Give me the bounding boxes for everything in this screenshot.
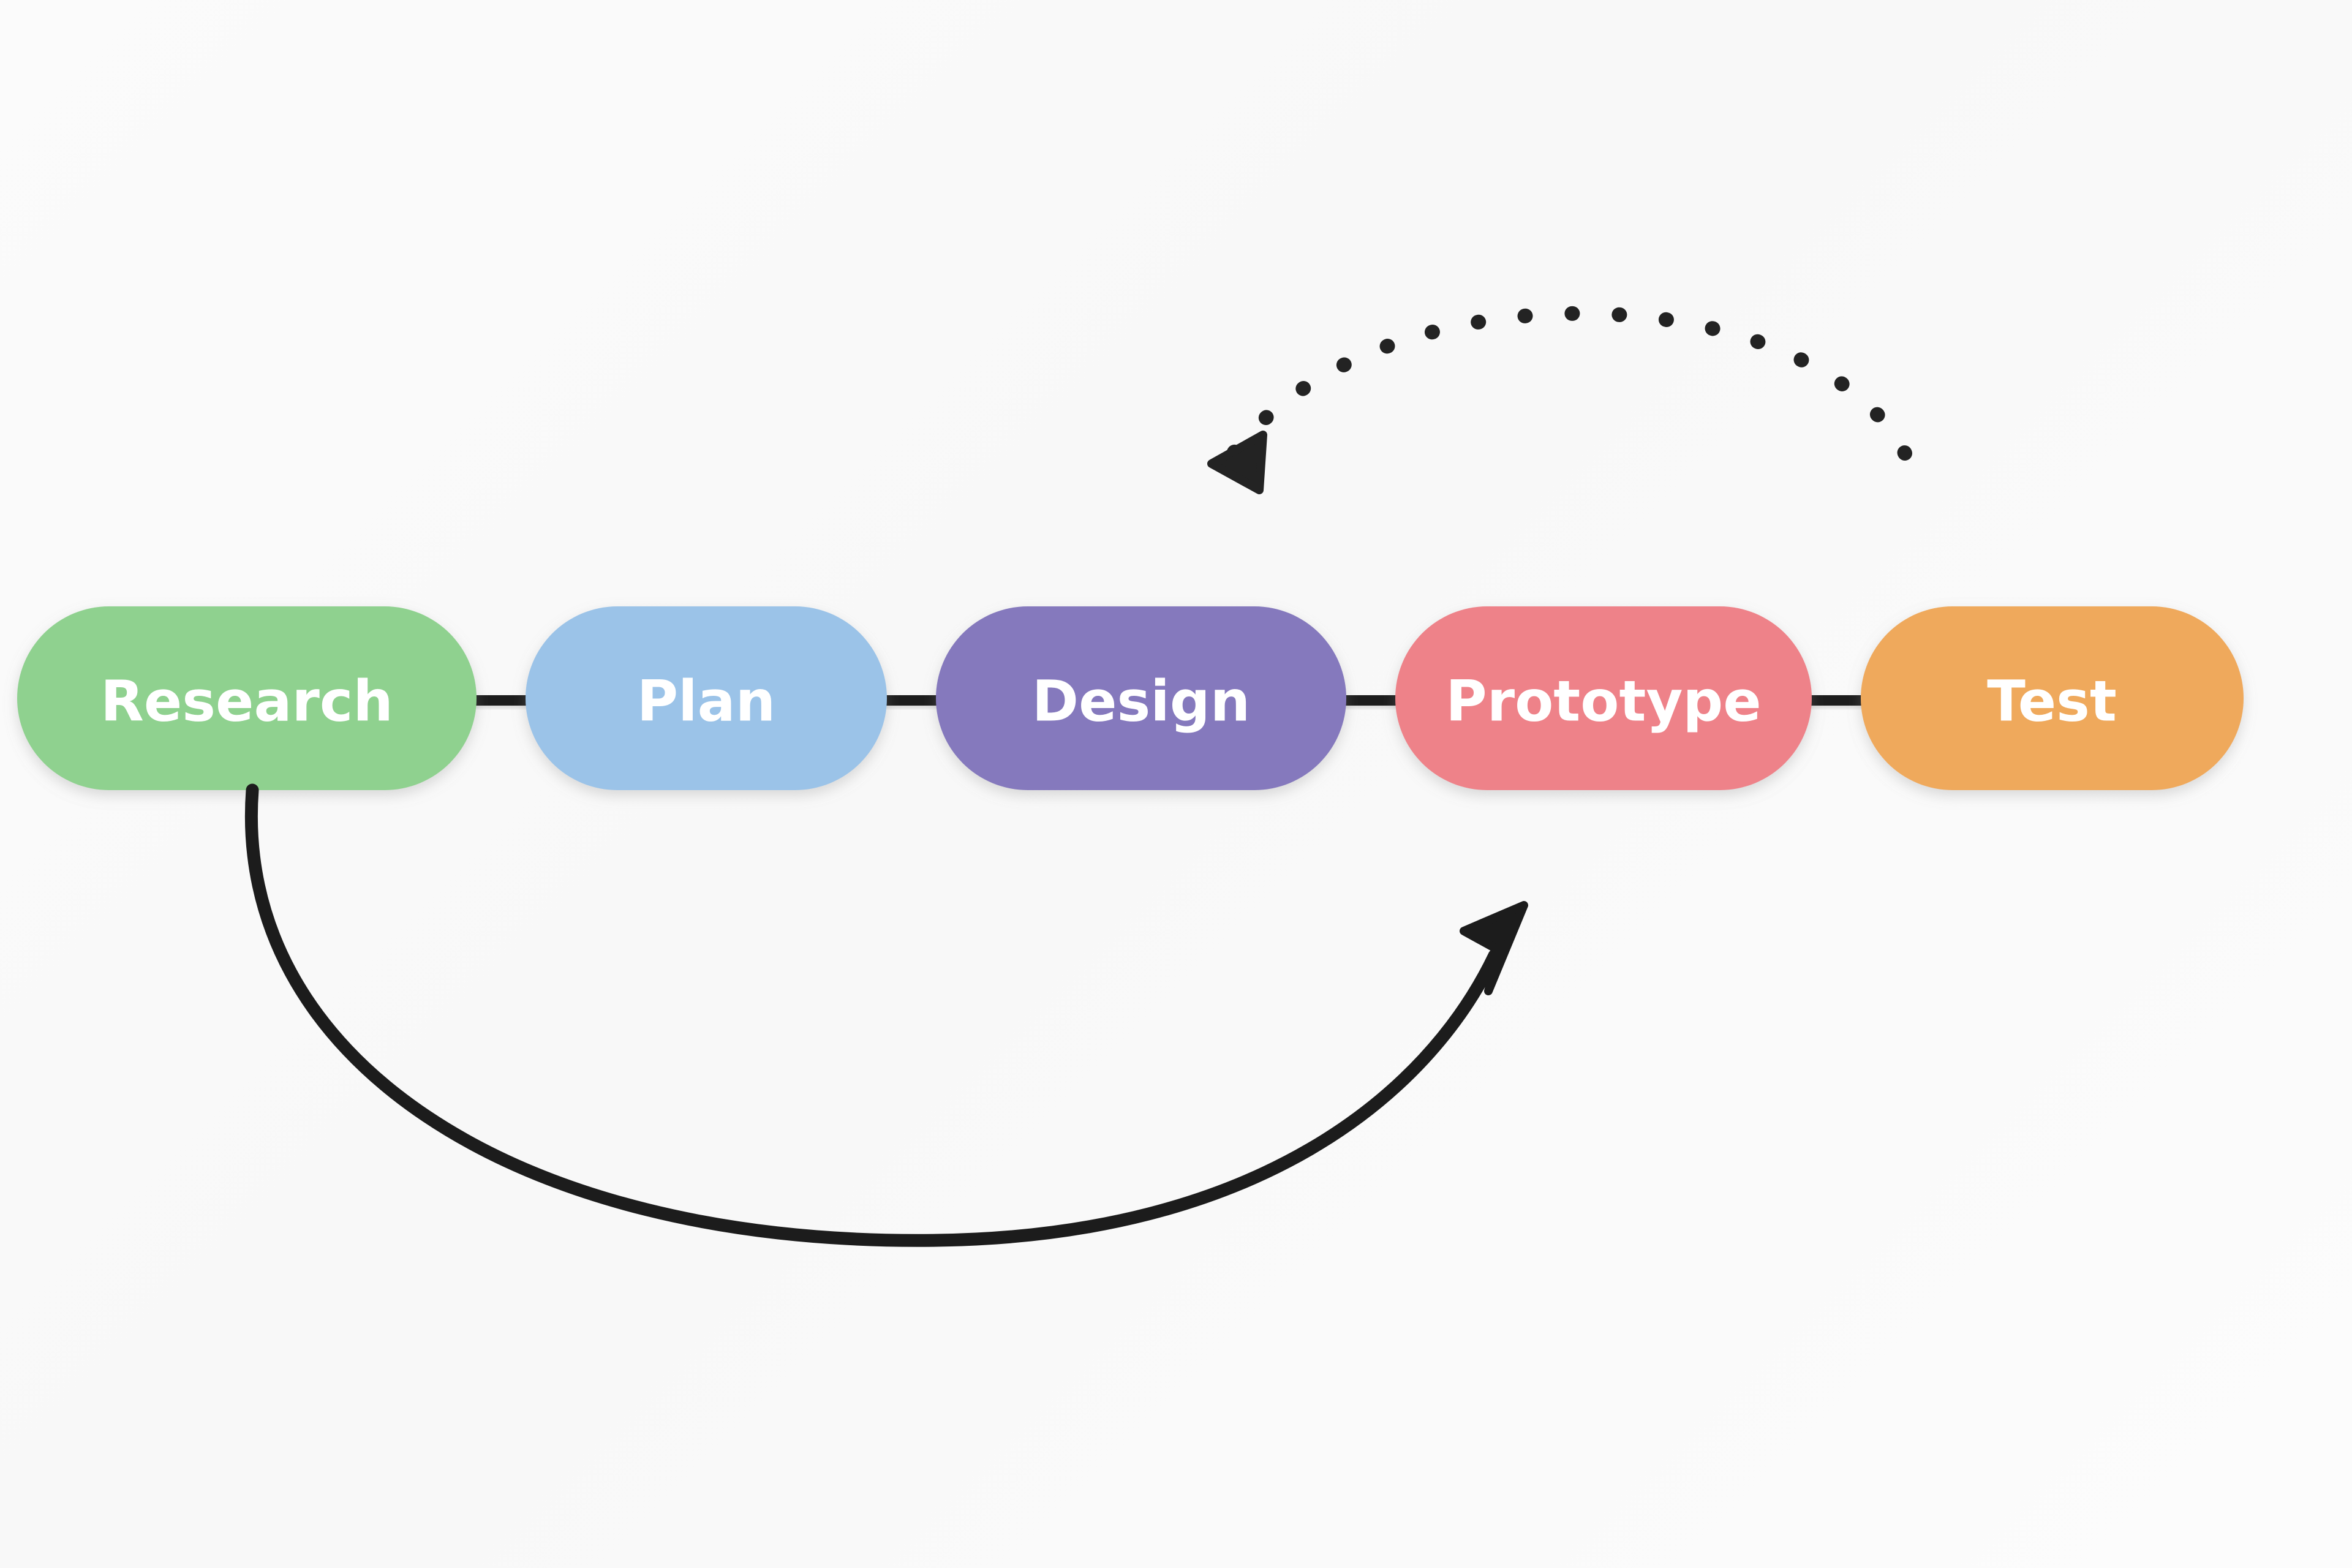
solid-arc-path [245, 783, 1501, 1247]
node-test-label: Test [1987, 669, 2117, 734]
node-plan-shape[interactable] [526, 606, 887, 790]
connector-plan-to-design [882, 695, 941, 706]
node-design-label: Design [1032, 669, 1250, 734]
connector-research-to-plan [472, 695, 530, 706]
node-prototype[interactable]: Prototype [1395, 606, 1812, 790]
node-test-shape[interactable] [1861, 606, 2244, 790]
solid-arc-arrowhead-icon [1460, 901, 1528, 995]
node-test[interactable]: Test [1861, 606, 2244, 790]
node-group: Research Plan Design Prototype Test [17, 606, 2244, 790]
node-plan[interactable]: Plan [526, 606, 887, 790]
connector-group [472, 695, 1866, 706]
node-design[interactable]: Design [936, 606, 1346, 790]
node-design-shape[interactable] [936, 606, 1346, 790]
connector-design-to-prototype [1341, 695, 1400, 706]
node-research-label: Research [100, 669, 393, 734]
node-prototype-label: Prototype [1446, 669, 1761, 734]
connector-prototype-to-test [1807, 695, 1866, 706]
node-research[interactable]: Research [17, 606, 477, 790]
feedback-arrow-research-to-prototype [245, 783, 1528, 1247]
node-prototype-shape[interactable] [1395, 606, 1812, 790]
node-research-shape[interactable] [17, 606, 477, 790]
feedback-arrow-test-to-design [1207, 306, 1912, 494]
dotted-arc-path [1224, 306, 1912, 464]
dotted-arc-arrowhead-icon [1207, 431, 1267, 494]
node-plan-label: Plan [637, 669, 776, 734]
